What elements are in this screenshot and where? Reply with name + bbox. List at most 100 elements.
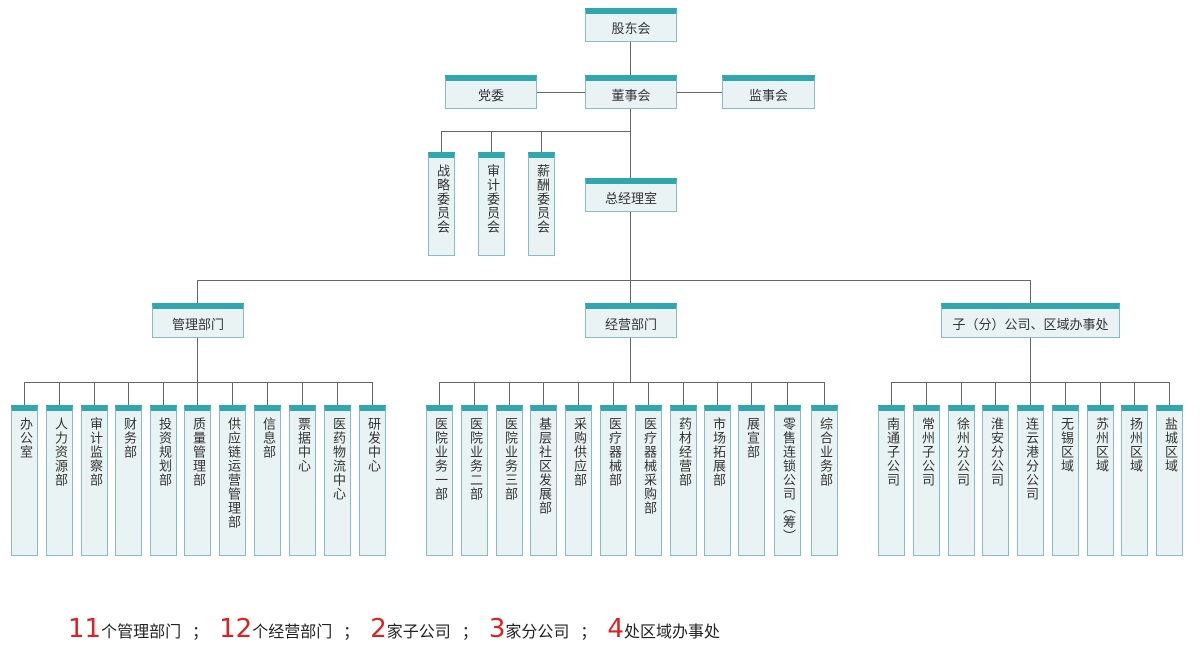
unit-label: 采购供应部 (571, 417, 586, 487)
mgmt-unit-finance[interactable]: 财务部 (115, 405, 142, 556)
operations-division-node[interactable]: 经营部门 (585, 303, 677, 338)
supervisors-node[interactable]: 监事会 (722, 75, 815, 109)
party-committee-label: 党委 (477, 89, 504, 104)
summary-text: 个管理部门 (101, 622, 182, 641)
summary-count: 2 (370, 614, 387, 644)
summary-text: 家分公司 (505, 622, 570, 641)
management-division-node[interactable]: 管理部门 (152, 303, 244, 338)
ops-unit-retail[interactable]: 零售连锁公司（筹） (774, 405, 801, 556)
unit-label: 常州子公司 (919, 417, 934, 487)
strategy-committee-node[interactable]: 战略委员会 (428, 152, 455, 256)
unit-label: 淮安分公司 (988, 417, 1003, 487)
sub-unit-huaian[interactable]: 淮安分公司 (982, 405, 1009, 556)
unit-label: 基层社区发展部 (536, 417, 551, 515)
summary-text: 处区域办事处 (623, 622, 720, 641)
unit-label: 扬州区域 (1127, 417, 1142, 473)
unit-label: 质量管理部 (190, 417, 205, 487)
summary-separator: ； (580, 622, 597, 641)
unit-label: 徐州分公司 (954, 417, 969, 487)
mgmt-unit-investment[interactable]: 投资规划部 (150, 405, 177, 556)
mgmt-unit-audit[interactable]: 审计监察部 (81, 405, 108, 556)
ops-unit-market[interactable]: 市场拓展部 (704, 405, 731, 556)
summary-text: 家子公司 (386, 622, 451, 641)
mgmt-unit-it[interactable]: 信息部 (254, 405, 281, 556)
mgmt-unit-supply-chain[interactable]: 供应链运营管理部 (219, 405, 246, 556)
unit-label: 综合业务部 (817, 417, 832, 487)
shareholders-label: 股东会 (611, 22, 651, 37)
gm-office-label: 总经理室 (604, 192, 657, 207)
subsidiaries-division-node[interactable]: 子（分）公司、区域办事处 (941, 303, 1120, 338)
unit-label: 信息部 (260, 417, 275, 459)
audit-committee-label: 审计委员会 (484, 164, 499, 234)
unit-label: 医疗器械采购部 (641, 417, 656, 515)
board-node[interactable]: 董事会 (585, 75, 677, 109)
compensation-committee-label: 薪酬委员会 (534, 164, 549, 234)
ops-unit-general[interactable]: 综合业务部 (811, 405, 838, 556)
compensation-committee-node[interactable]: 薪酬委员会 (528, 152, 555, 256)
ops-unit-procurement[interactable]: 采购供应部 (565, 405, 592, 556)
sub-unit-nantong[interactable]: 南通子公司 (878, 405, 905, 556)
ops-unit-herbs[interactable]: 药材经营部 (670, 405, 697, 556)
summary-text: 个经营部门 (252, 622, 333, 641)
unit-label: 连云港分公司 (1023, 417, 1038, 501)
strategy-committee-label: 战略委员会 (434, 164, 449, 234)
shareholders-node[interactable]: 股东会 (585, 8, 677, 42)
unit-label: 审计监察部 (87, 417, 102, 487)
unit-label: 医院业务三部 (502, 417, 517, 501)
unit-label: 医院业务一部 (432, 417, 447, 501)
operations-division-label: 经营部门 (604, 317, 657, 333)
sub-unit-yancheng[interactable]: 盐城区域 (1156, 405, 1183, 556)
sub-unit-yangzhou[interactable]: 扬州区域 (1121, 405, 1148, 556)
mgmt-unit-quality[interactable]: 质量管理部 (184, 405, 211, 556)
gm-office-node[interactable]: 总经理室 (585, 178, 677, 212)
unit-label: 无锡区域 (1058, 417, 1073, 473)
mgmt-unit-rnd[interactable]: 研发中心 (359, 405, 386, 556)
summary-separator: ； (461, 622, 478, 641)
ops-unit-hospital-3[interactable]: 医院业务三部 (496, 405, 523, 556)
unit-label: 医疗器械部 (606, 417, 621, 487)
audit-committee-node[interactable]: 审计委员会 (478, 152, 505, 256)
party-committee-node[interactable]: 党委 (445, 75, 537, 109)
unit-label: 医院业务二部 (467, 417, 482, 501)
ops-unit-exhibition[interactable]: 展宣部 (738, 405, 765, 556)
mgmt-unit-office[interactable]: 办公室 (11, 405, 38, 556)
unit-label: 盐城区域 (1162, 417, 1177, 473)
sub-unit-xuzhou[interactable]: 徐州分公司 (948, 405, 975, 556)
unit-label: 零售连锁公司（筹） (780, 417, 795, 543)
sub-unit-wuxi[interactable]: 无锡区域 (1052, 405, 1079, 556)
unit-label: 办公室 (17, 417, 32, 459)
ops-unit-hospital-1[interactable]: 医院业务一部 (426, 405, 453, 556)
sub-unit-suzhou[interactable]: 苏州区域 (1087, 405, 1114, 556)
ops-unit-devices[interactable]: 医疗器械部 (600, 405, 627, 556)
summary-count: 12 (219, 614, 253, 644)
ops-unit-hospital-2[interactable]: 医院业务二部 (461, 405, 488, 556)
unit-label: 供应链运营管理部 (225, 417, 240, 529)
unit-label: 苏州区域 (1093, 417, 1108, 473)
board-label: 董事会 (611, 89, 651, 104)
sub-unit-changzhou[interactable]: 常州子公司 (913, 405, 940, 556)
summary-separator: ； (343, 622, 360, 641)
summary-separator: ； (192, 622, 209, 641)
unit-label: 展宣部 (744, 417, 759, 459)
summary-count: 3 (488, 614, 506, 644)
unit-label: 票据中心 (295, 417, 310, 473)
summary-count: 4 (607, 614, 624, 644)
unit-label: 研发中心 (365, 417, 380, 473)
unit-label: 南通子公司 (884, 417, 899, 487)
sub-unit-lianyungang[interactable]: 连云港分公司 (1017, 405, 1044, 556)
unit-label: 医药物流中心 (330, 417, 345, 501)
mgmt-unit-bills[interactable]: 票据中心 (289, 405, 316, 556)
subsidiaries-division-label: 子（分）公司、区域办事处 (952, 317, 1109, 333)
management-division-label: 管理部门 (171, 317, 224, 333)
summary-count: 11 (68, 614, 102, 644)
unit-label: 投资规划部 (156, 417, 171, 487)
unit-label: 药材经营部 (676, 417, 691, 487)
unit-label: 人力资源部 (52, 417, 67, 487)
unit-label: 财务部 (121, 417, 136, 459)
mgmt-unit-logistics[interactable]: 医药物流中心 (324, 405, 351, 556)
mgmt-unit-hr[interactable]: 人力资源部 (46, 405, 73, 556)
ops-unit-community[interactable]: 基层社区发展部 (530, 405, 557, 556)
ops-unit-device-procurement[interactable]: 医疗器械采购部 (635, 405, 662, 556)
